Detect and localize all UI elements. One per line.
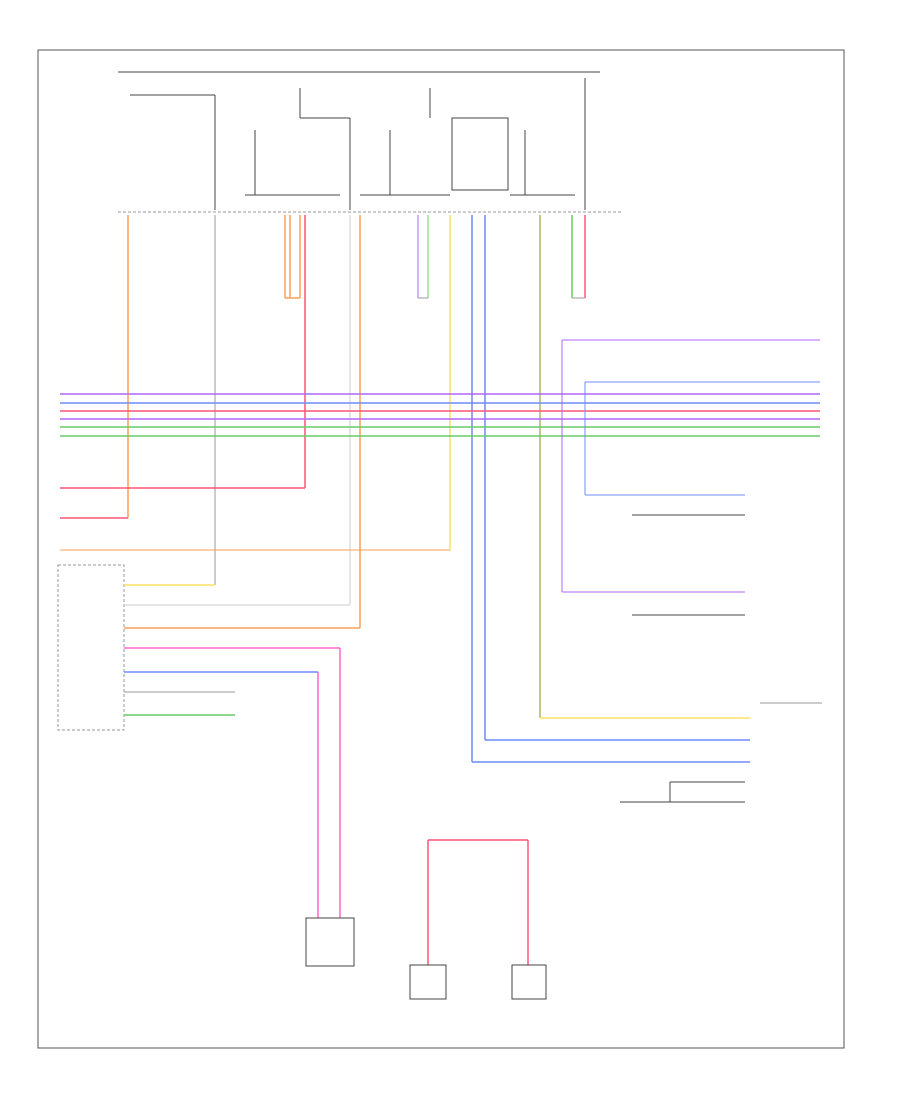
diagram-frame (37, 49, 845, 1049)
vertical-wires (127, 215, 586, 762)
sensor-left (305, 917, 355, 967)
power-feed-section (118, 71, 600, 210)
sensor-right (511, 964, 547, 1000)
module-pin-wires (124, 584, 360, 918)
sensor-middle (409, 964, 447, 1000)
relay-box (451, 117, 509, 191)
horizontal-bus (60, 339, 820, 763)
right-components (620, 514, 822, 803)
control-module-block (57, 564, 125, 731)
bottom-sensors (305, 839, 547, 1000)
